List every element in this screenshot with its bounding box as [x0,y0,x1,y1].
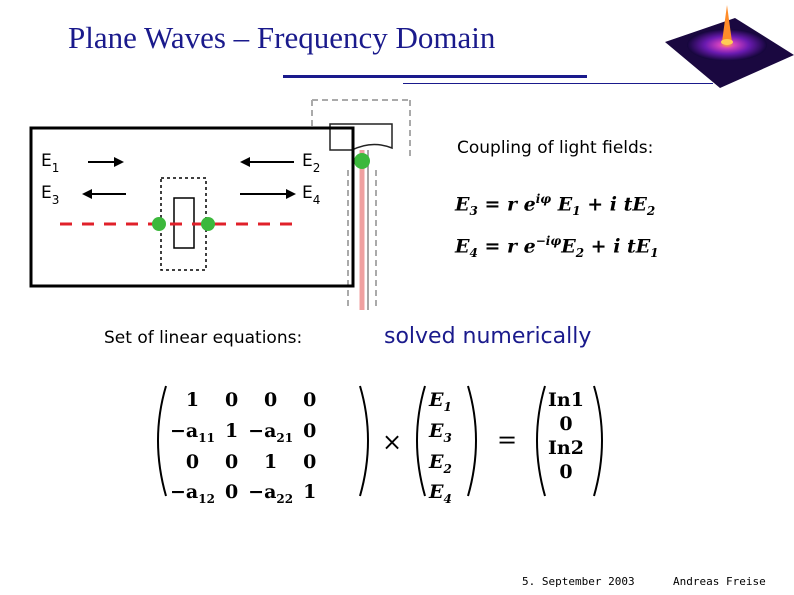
label-e1: E1 [41,151,59,175]
matrix-cell: 0 [185,450,200,473]
matrix-cell: −a11 [170,419,215,445]
node-mid [201,217,215,231]
field-vector: E1 E3 E2 E4 [424,388,457,511]
title-underline [283,75,587,78]
matrix-cell: 1 [303,481,317,504]
label-e4: E4 [302,183,320,207]
node-right [354,153,370,169]
linear-equations-heading: Set of linear equations: [104,328,303,348]
input-vector: In1 0 In2 0 [543,388,589,484]
equals-operator: = [497,426,518,454]
slide-title: Plane Waves – Frequency Domain [68,20,496,55]
vector-cell: E4 [429,481,452,507]
title-divider [403,83,713,84]
footer-author: Andreas Freise [673,575,766,588]
solved-numerically-text: solved numerically [384,324,592,349]
vector-cell: E3 [429,419,452,445]
matrix-cell: −a12 [170,481,215,507]
vector-cell: In2 [548,437,584,459]
node-left [152,217,166,231]
vector-cell: E2 [429,450,452,476]
matrix-cell: 1 [185,389,200,411]
matrix-cell: −a21 [248,419,294,445]
diagram-box [29,126,355,288]
vector-cell: 0 [559,413,573,435]
times-operator: × [382,428,403,456]
label-e2: E2 [302,151,320,175]
matrix-cell: 0 [264,389,278,411]
equation-e3: E3 = r eiφ E1 + i tE2 [455,192,656,219]
matrix-cell: 0 [303,450,317,473]
matrix-cell: 0 [224,389,239,411]
matrix-cell: 0 [224,450,239,473]
matrix-cell: 0 [303,419,317,442]
label-e3: E3 [41,183,59,207]
equation-e4: E4 = r e−iφE2 + i tE1 [455,234,659,261]
coupling-heading: Coupling of light fields: [457,138,654,158]
matrix-cell: 0 [224,481,239,504]
vector-cell: In1 [548,389,584,411]
coefficient-matrix: 1 0 0 0 −a11 1 −a21 0 0 0 1 0 −a12 0 −a2… [165,388,321,511]
matrix-cell: 1 [224,419,239,442]
footer-date: 5. September 2003 [522,575,635,588]
vector-cell: E1 [429,389,452,414]
matrix-cell: −a22 [248,481,294,507]
vector-cell: 0 [559,461,573,483]
matrix-cell: 0 [303,389,317,411]
matrix-cell: 1 [264,450,278,473]
